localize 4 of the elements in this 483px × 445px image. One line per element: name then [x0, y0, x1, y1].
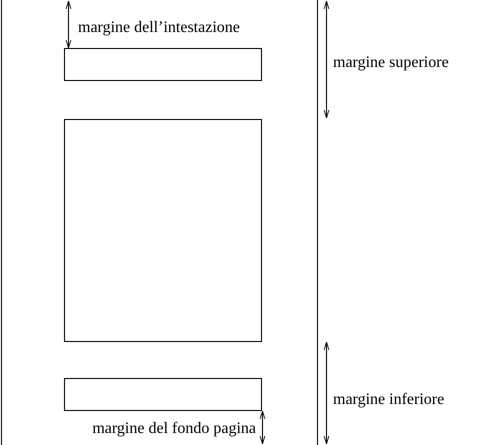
- margin-label: margine inferiore: [333, 391, 444, 409]
- margin-label: margine del fondo pagina: [92, 420, 256, 438]
- margin-label: margine dell’intestazione: [78, 19, 240, 37]
- margin-label: margine superiore: [333, 54, 449, 72]
